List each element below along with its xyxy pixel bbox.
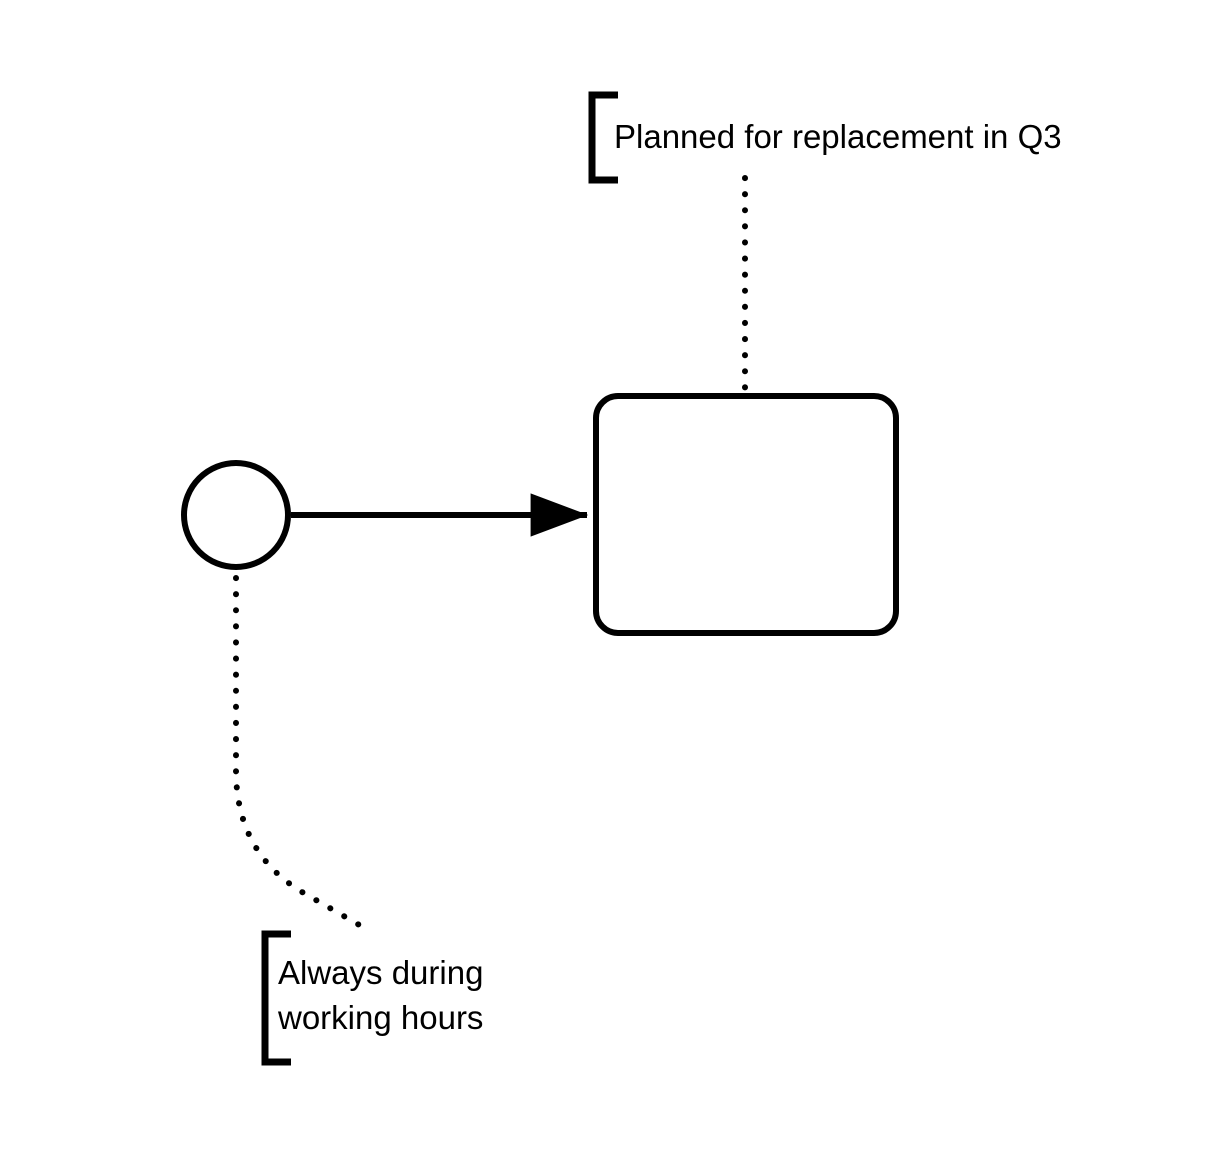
annotation-bracket-top: [588, 91, 618, 184]
start-event-circle[interactable]: [181, 460, 291, 570]
annotation-text-bottom-line-1: Always during: [278, 954, 483, 991]
association-line-bottom[interactable]: [233, 575, 371, 933]
annotation-bracket-bottom: [261, 930, 291, 1066]
task-box[interactable]: [593, 393, 899, 636]
annotation-text-top: Planned for replacement in Q3: [614, 118, 1062, 155]
annotation-text-bottom-line-2: working hours: [277, 999, 483, 1036]
